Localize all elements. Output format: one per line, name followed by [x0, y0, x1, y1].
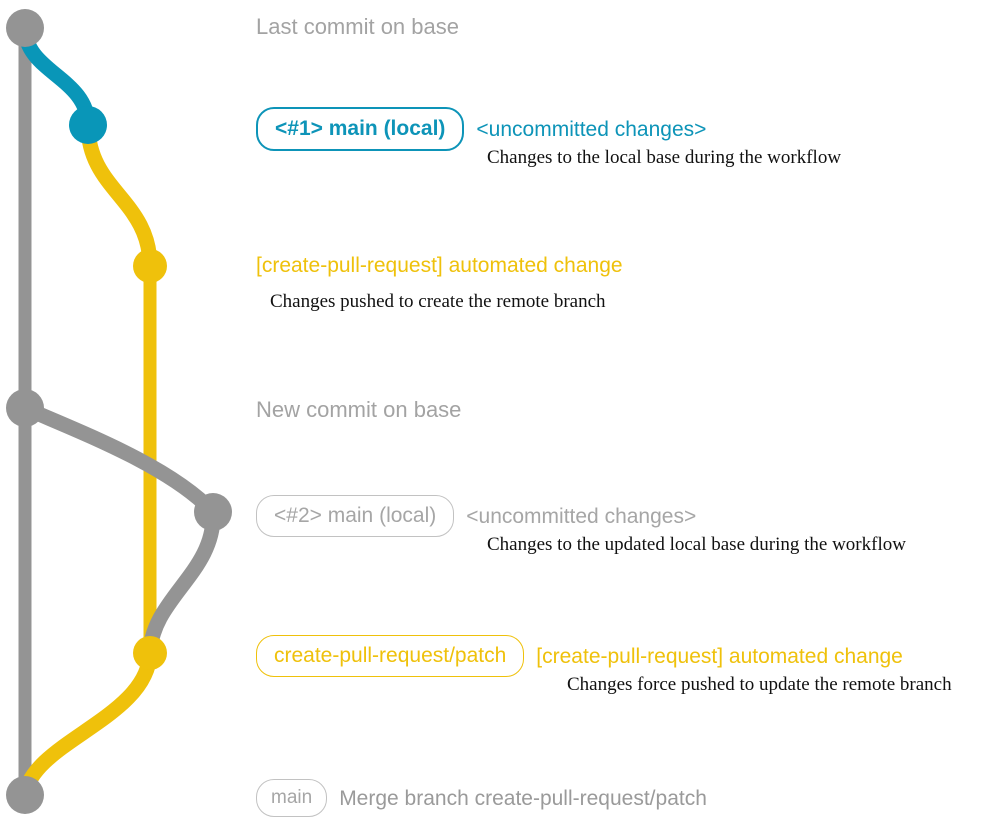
commit-description-local-1: Changes to the local base during the wor…: [487, 147, 842, 168]
commit-node-merge[interactable]: [6, 776, 44, 814]
commit-subject-local-2: <uncommitted changes>: [466, 504, 697, 528]
headline-last-commit-on-base: Last commit on base: [256, 14, 459, 39]
branch-badge-main-local-1[interactable]: <#1> main (local): [256, 107, 465, 151]
commit-node-base-head[interactable]: [6, 9, 44, 47]
commit-description-local-2: Changes to the updated local base during…: [487, 534, 906, 555]
commit-description-patch-2: Changes force pushed to update the remot…: [567, 674, 952, 695]
row-local-1-description: Changes to the local base during the wor…: [487, 148, 841, 168]
commit-subject-local-1: <uncommitted changes>: [476, 117, 707, 141]
row-local-2: <#2> main (local) <uncommitted changes>: [256, 495, 696, 537]
commit-subject-merge: Merge branch create-pull-request/patch: [339, 786, 707, 810]
edge-basenew-to-local2: [17, 400, 221, 520]
commit-node-local-1[interactable]: [69, 106, 107, 144]
row-local-1: <#1> main (local) <uncommitted changes>: [256, 107, 706, 151]
edge-local2-to-patch2: [142, 504, 221, 661]
row-patch-2: create-pull-request/patch [create-pull-r…: [256, 635, 903, 677]
row-last-commit-on-base: Last commit on base: [256, 16, 459, 38]
branch-badge-main[interactable]: main: [256, 779, 328, 817]
row-patch-2-description: Changes force pushed to update the remot…: [567, 675, 952, 695]
commit-node-base-new[interactable]: [6, 389, 44, 427]
row-local-2-description: Changes to the updated local base during…: [487, 535, 906, 555]
branch-badge-main-local-2[interactable]: <#2> main (local): [256, 495, 455, 537]
row-new-commit-on-base: New commit on base: [256, 399, 461, 421]
commit-subject-patch-2: [create-pull-request] automated change: [536, 644, 903, 668]
commit-node-patch-2[interactable]: [133, 636, 167, 670]
row-patch-1-description: Changes pushed to create the remote bran…: [270, 292, 606, 312]
edge-local1-to-patch1: [80, 117, 158, 274]
commit-node-local-2[interactable]: [194, 493, 232, 531]
branch-badge-create-pull-request-patch[interactable]: create-pull-request/patch: [256, 635, 525, 677]
row-merge: main Merge branch create-pull-request/pa…: [256, 779, 707, 817]
headline-new-commit-on-base: New commit on base: [256, 397, 462, 422]
commit-subject-patch-1: [create-pull-request] automated change: [256, 254, 623, 277]
commit-node-patch-1[interactable]: [133, 249, 167, 283]
row-patch-1: [create-pull-request] automated change: [256, 255, 623, 277]
commit-description-patch-1: Changes pushed to create the remote bran…: [270, 291, 606, 312]
edge-patch2-to-merge: [17, 645, 158, 803]
